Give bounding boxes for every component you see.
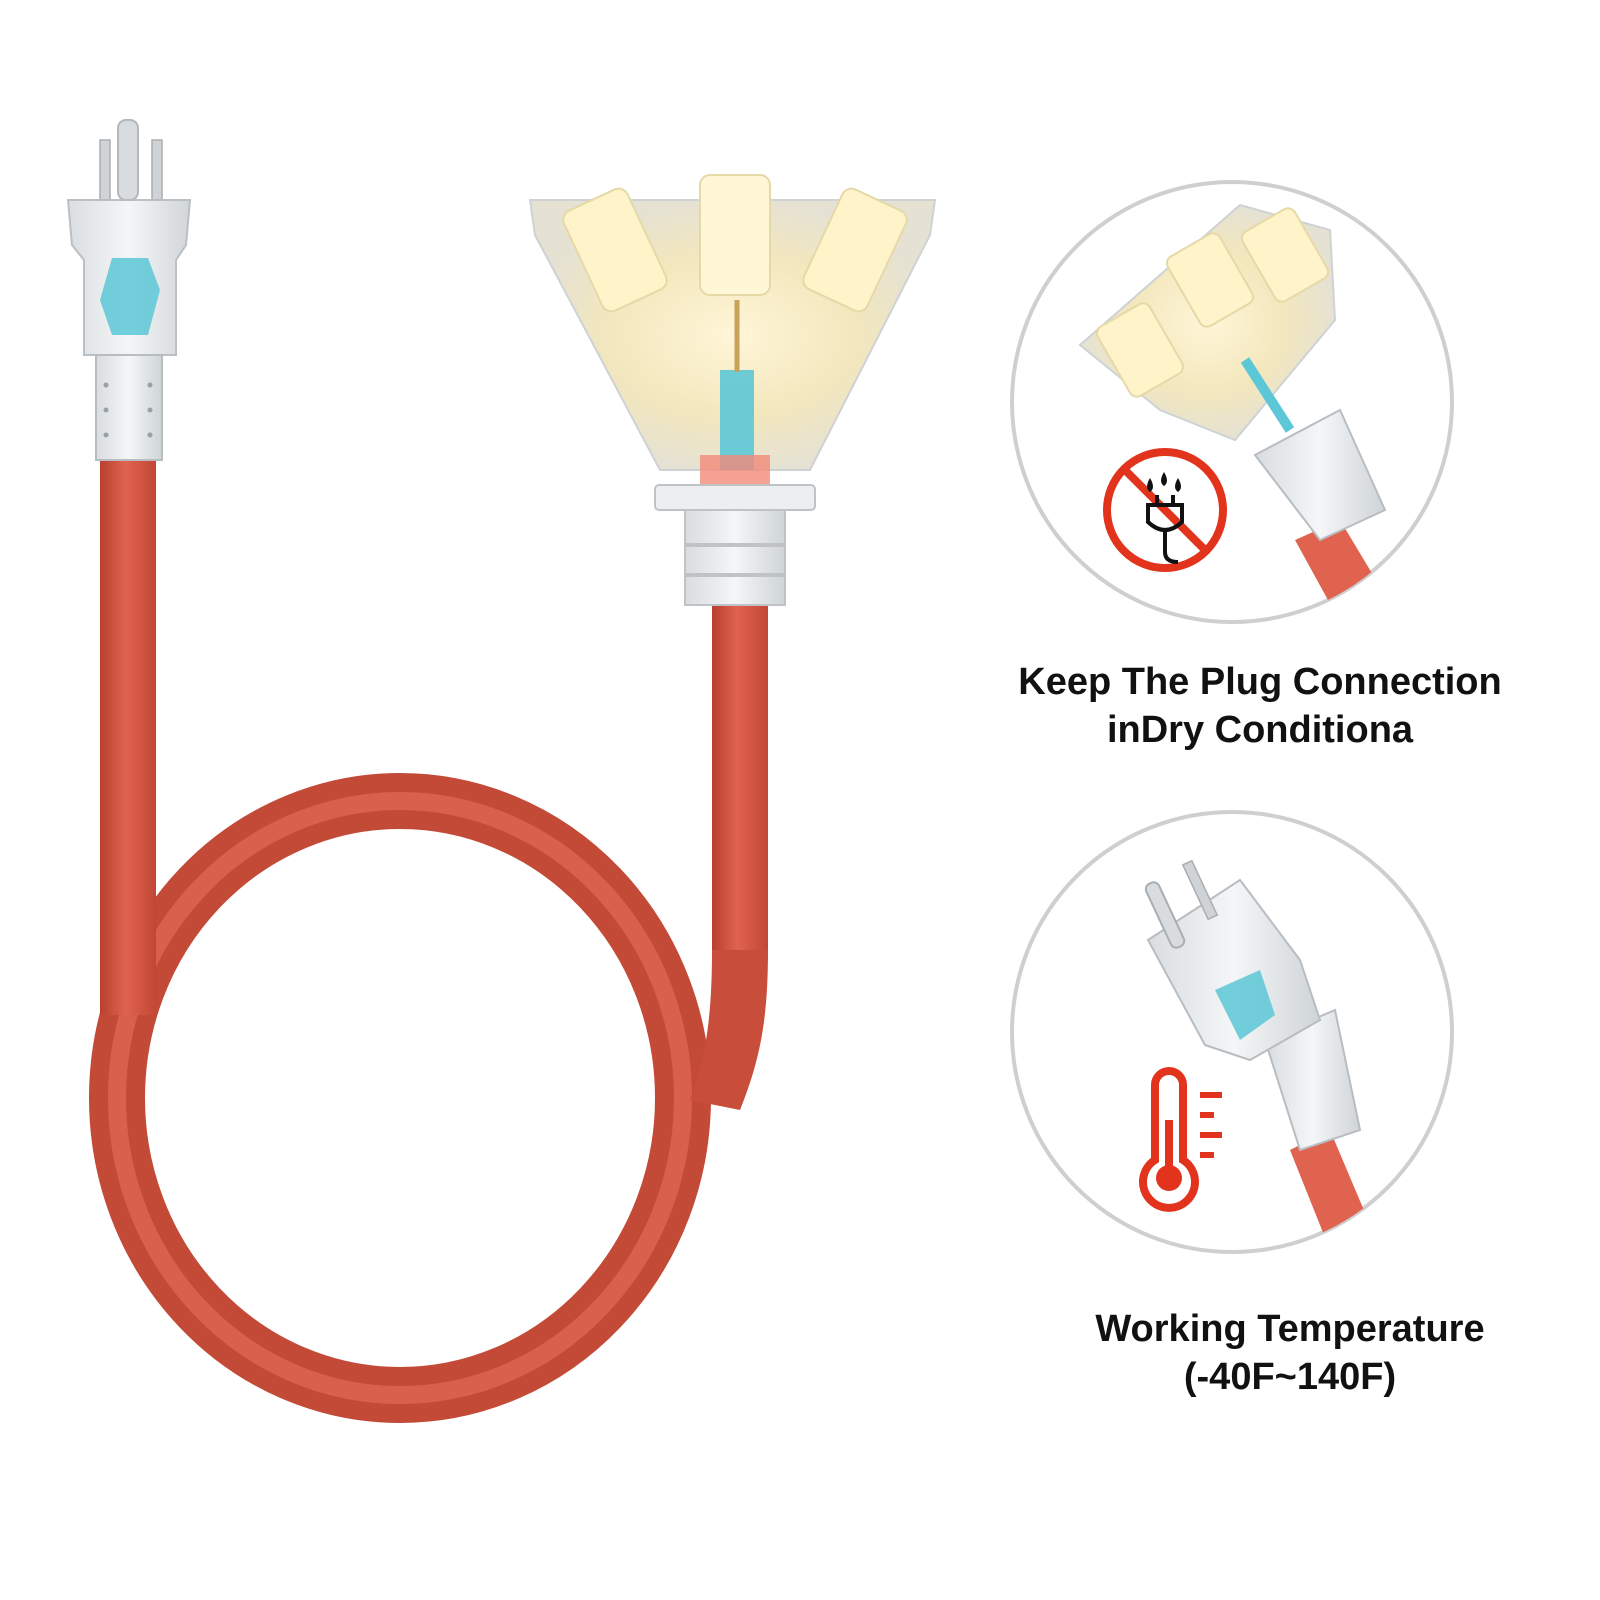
extension-cord: [89, 455, 768, 1423]
caption-temperature-line2: (-40F~140F): [1183, 1356, 1397, 1398]
feature-circle-temperature: [1010, 810, 1454, 1254]
caption-dry-line1: Keep The Plug Connection: [1018, 661, 1502, 703]
triple-outlet-head: [528, 174, 937, 606]
cord-right: [712, 600, 768, 960]
caption-dry-line2: inDry Conditiona: [1106, 709, 1414, 751]
cord-left: [100, 455, 156, 1015]
caption-temperature-line1: Working Temperature: [1095, 1308, 1485, 1350]
no-water-on-plug-icon: [1103, 448, 1227, 572]
male-plug: [66, 119, 192, 461]
feature-caption-temperature: Working Temperature (-40F~140F): [990, 1305, 1590, 1401]
feature-circle-dry: [1010, 180, 1454, 624]
thermometer-icon: [1139, 1067, 1222, 1212]
feature-caption-dry: Keep The Plug Connection inDry Condition…: [960, 658, 1560, 754]
